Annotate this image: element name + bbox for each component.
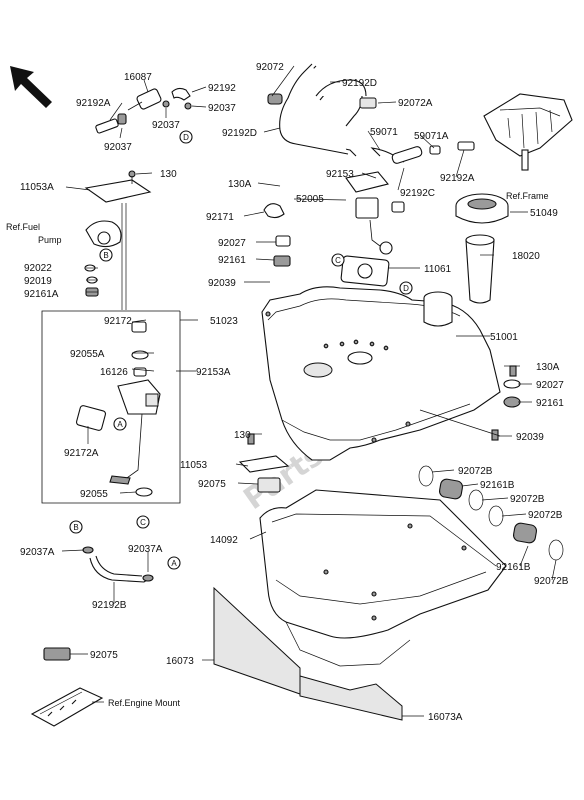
front-direction-arrow-icon <box>10 66 52 108</box>
label-51023: 51023 <box>210 316 238 327</box>
fuel-tank <box>261 286 501 461</box>
label-130A: 130A <box>536 362 560 373</box>
ref-fuel-pump-line1: Ref.Fuel <box>6 222 40 232</box>
ref-fuel-pump-line2: Pump <box>38 235 62 245</box>
label-92072B: 92072B <box>528 510 563 521</box>
label-92192B: 92192B <box>92 600 127 611</box>
label-52005: 52005 <box>296 194 324 205</box>
frame-bracket <box>483 93 573 171</box>
label-92161: 92161 <box>536 398 564 409</box>
label-16073: 16073 <box>166 656 194 667</box>
label-11061: 11061 <box>424 264 452 275</box>
part-labels: 92072 16087 92192 92192A 92037 92037 920… <box>20 62 569 723</box>
label-92055: 92055 <box>80 489 108 500</box>
label-92192A: 92192A <box>76 98 111 109</box>
callout-d-tank: D <box>403 284 409 293</box>
fuel-filler-cap-and-neck <box>455 193 509 304</box>
fuel-tank-tray <box>259 489 507 667</box>
lower-hose <box>43 546 154 661</box>
label-92192D: 92192D <box>222 128 257 139</box>
label-16073A: 16073A <box>428 712 463 723</box>
label-92019: 92019 <box>24 276 52 287</box>
label-92192C: 92192C <box>400 188 435 199</box>
callout-a-pump: A <box>117 420 123 429</box>
label-92039: 92039 <box>208 278 236 289</box>
label-92153: 92153 <box>326 169 354 180</box>
label-130A: 130A <box>228 179 252 190</box>
label-92192: 92192 <box>208 83 236 94</box>
callout-c-pump: C <box>140 518 146 527</box>
label-92037: 92037 <box>208 103 236 114</box>
label-18020: 18020 <box>512 251 540 262</box>
pump-assembly-bracket-line <box>41 310 181 504</box>
ref-frame: Ref.Frame <box>506 191 549 201</box>
label-92171: 92171 <box>206 212 234 223</box>
label-92072B: 92072B <box>534 576 569 587</box>
inline-fuel-filter <box>95 87 192 134</box>
label-92072: 92072 <box>256 62 284 73</box>
callout-a-hose: A <box>171 559 177 568</box>
ref-engine-mount: Ref.Engine Mount <box>108 698 181 708</box>
label-59071: 59071 <box>370 127 398 138</box>
label-92161: 92161 <box>218 255 246 266</box>
label-130: 130 <box>160 169 177 180</box>
label-92172: 92172 <box>104 316 132 327</box>
callout-b-hose: B <box>73 523 78 532</box>
label-92072A: 92072A <box>398 98 433 109</box>
callout-c-tank: C <box>335 256 341 265</box>
label-16126: 16126 <box>100 367 128 378</box>
label-11053A: 11053A <box>20 182 54 193</box>
reference-labels: Ref.Fuel Pump Ref.Frame Ref.Engine Mount <box>6 191 549 708</box>
fuel-pump-assembly <box>75 321 161 497</box>
grommets-and-clamps <box>418 465 564 561</box>
label-92161A: 92161A <box>24 289 59 300</box>
label-92075: 92075 <box>90 650 118 661</box>
heat-insulators <box>213 586 403 721</box>
engine-mount-bracket <box>30 687 104 727</box>
label-92037A: 92037A <box>128 544 163 555</box>
label-92192A: 92192A <box>440 173 475 184</box>
label-92072B: 92072B <box>458 466 493 477</box>
label-92027: 92027 <box>536 380 564 391</box>
label-92027: 92027 <box>218 238 246 249</box>
label-92192D: 92192D <box>342 78 377 89</box>
tank-mount-parts <box>238 365 521 493</box>
leader-lines <box>61 65 557 717</box>
label-92172A: 92172A <box>64 448 99 459</box>
label-92072B: 92072B <box>510 494 545 505</box>
label-51001: 51001 <box>490 332 518 343</box>
label-16087: 16087 <box>124 72 152 83</box>
label-51049: 51049 <box>530 208 558 219</box>
label-92075: 92075 <box>198 479 226 490</box>
label-92161B: 92161B <box>496 562 531 573</box>
fuel-level-sensor <box>263 171 405 287</box>
callout-d-top: D <box>183 133 189 142</box>
label-92161B: 92161B <box>480 480 515 491</box>
label-11053: 11053 <box>180 460 208 471</box>
label-92037: 92037 <box>152 120 180 131</box>
label-130: 130 <box>234 430 251 441</box>
callout-circles: D B C D A C B A <box>69 130 413 570</box>
label-92037: 92037 <box>104 142 132 153</box>
callout-b-pump: B <box>103 251 108 260</box>
breather-hoses <box>267 63 475 164</box>
label-92039: 92039 <box>516 432 544 443</box>
label-92037A: 92037A <box>20 547 55 558</box>
label-92022: 92022 <box>24 263 52 274</box>
label-14092: 14092 <box>210 535 238 546</box>
label-59071A: 59071A <box>414 131 449 142</box>
fuel-pump-bracket <box>84 170 152 297</box>
label-92153A: 92153A <box>196 367 231 378</box>
label-92055A: 92055A <box>70 349 105 360</box>
